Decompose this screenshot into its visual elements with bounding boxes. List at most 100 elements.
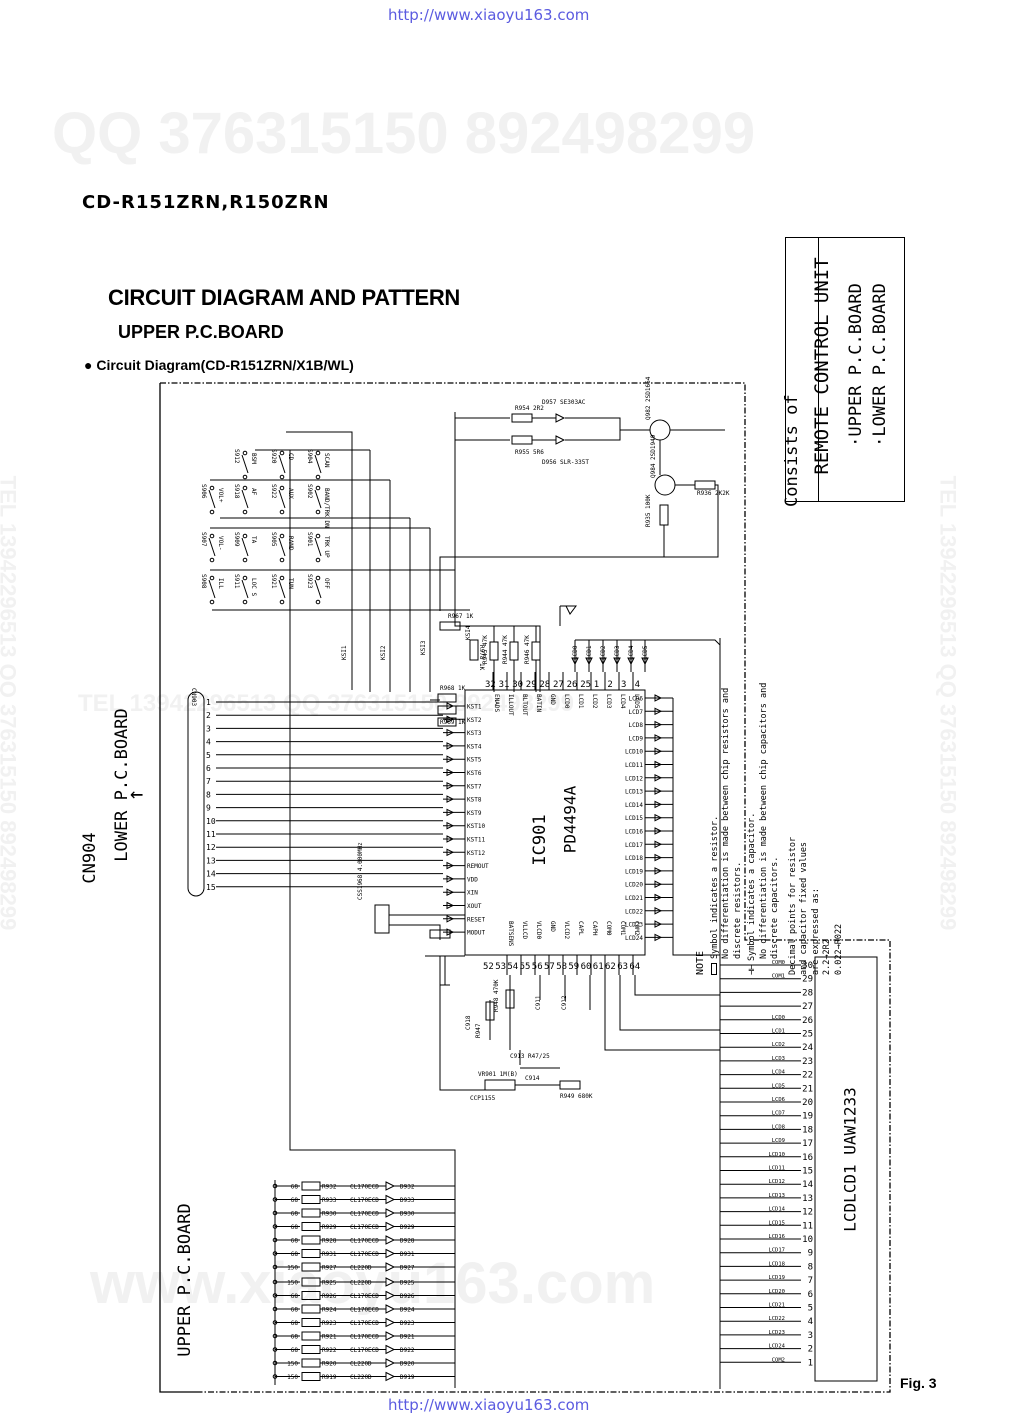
junction-dot (272, 1347, 278, 1352)
switch-function: TA (250, 536, 257, 544)
led-lower-diode-icon (385, 1317, 396, 1328)
ic901-top-pin-number: 1 (594, 680, 599, 690)
switch-blade (314, 454, 322, 474)
ic901-top-pin-number: 25 (580, 680, 591, 690)
switch-function: OFF (323, 578, 330, 589)
switch-ref: S907 (200, 532, 207, 547)
ic901-pin-diode-icon (446, 888, 455, 897)
switch-contact (242, 485, 248, 491)
junction-dot (272, 1360, 278, 1366)
led-upper-diode-ref: D927 (400, 1265, 415, 1272)
lcd-pin-number: 16 (802, 1153, 813, 1163)
led-lower-diode-ref: D923 (400, 1320, 415, 1327)
lcd-signal-label: LCD6 (772, 1097, 785, 1103)
cn903-pin-number: 9 (206, 804, 211, 813)
led-lower-diode-ref: D921 (400, 1334, 415, 1341)
lcd-signal-label: LCD4 (772, 1070, 786, 1076)
ic901-bottom-pin-label: COM1 (619, 921, 626, 936)
ic901-left-pin-label: KST5 (467, 757, 482, 764)
ic901-left-pin-label: KST4 (467, 743, 482, 750)
resistor-r949 (559, 1080, 581, 1090)
led-lower-diode-icon (385, 1371, 396, 1382)
part-label: D957 SE303AC (542, 399, 586, 406)
ic901-bottom-pin-number: 62 (605, 962, 616, 972)
part-label: R949 680K (560, 1093, 593, 1100)
resistor-r955 (511, 435, 533, 445)
led-upper-resistor (301, 1195, 321, 1204)
switch-blade (208, 579, 216, 599)
lcd-pin-number: 20 (802, 1098, 813, 1108)
pullup-label: R944 47K (502, 635, 509, 664)
ic901-top-pin-label: ILLOUT (507, 694, 514, 716)
source-url-top[interactable]: http://www.xiaoyu163.com (388, 6, 590, 24)
ic901-top-pin-label: GND (549, 694, 556, 705)
switch-function: LOC S (250, 578, 257, 596)
led-upper-resistor (301, 1235, 321, 1245)
wire (389, 924, 441, 940)
led-upper-diode-icon (385, 1262, 396, 1272)
led-lower-resistor (301, 1358, 321, 1368)
led-upper-resistor-ref: R931 (322, 1251, 337, 1258)
ic901-bottom-pin-number: 59 (568, 962, 579, 972)
ksi-label: KSI4 (465, 625, 472, 640)
led-lower-resistor-value: 68 (291, 1320, 299, 1327)
ic901-left-pin-label: KST12 (467, 850, 485, 857)
led-upper-resistor-ref: R933 (322, 1197, 337, 1204)
switch-blade (278, 579, 286, 599)
switch-contact (242, 450, 248, 456)
switch-function: SCAN (323, 453, 330, 468)
ic901-bottom-pin-number: 56 (532, 962, 543, 972)
ic901-pin-diode-icon (446, 795, 455, 803)
lcd-pin-number: 1 (808, 1358, 813, 1368)
led-lower-diode-ref: D922 (400, 1347, 415, 1354)
ic901-bottom-pin-number: 60 (581, 962, 592, 972)
ic901-right-pin-label: LCD9 (629, 735, 644, 742)
ic901-pin-diode-icon (446, 781, 455, 790)
junction-dot (272, 1224, 278, 1229)
led-lower-diode-icon (385, 1331, 396, 1341)
lcd-signal-label: LCD13 (768, 1193, 785, 1199)
ic901-left-pin-label: XOUT (467, 903, 482, 910)
part-label: R969 1K (440, 719, 466, 726)
part-label: R948 470K (493, 979, 500, 1012)
model-number: CD-R151ZRN,R150ZRN (82, 192, 330, 213)
ic901-pin-diode-icon (654, 760, 663, 769)
led-lower-diode-type: CL170ECD (350, 1347, 379, 1354)
junction-dot (272, 1251, 278, 1256)
board-subtitle: UPPER P.C.BOARD (118, 322, 284, 342)
lcd-pin-number: 10 (802, 1235, 813, 1245)
lcd-pin-number: 26 (802, 1016, 813, 1026)
source-url-bottom[interactable]: http://www.xiaoyu163.com (388, 1396, 590, 1414)
lcd-top-label: LCD3 (614, 645, 621, 660)
junction-dot (272, 1264, 278, 1270)
ic901-left-pin-label: KST2 (467, 717, 482, 724)
led-lower-resistor-value: 68 (291, 1334, 299, 1341)
switch-contact (279, 533, 285, 539)
resistor-r967 (439, 621, 461, 631)
switch-contact (279, 509, 285, 515)
led-upper-diode-icon (385, 1248, 396, 1259)
oscillator-css1968 (374, 904, 390, 934)
led-lower-diode-icon (385, 1358, 396, 1368)
ic901-pin-diode-icon (654, 800, 663, 809)
switch-blade (208, 537, 216, 557)
lcd-signal-label: LCD22 (768, 1316, 785, 1322)
ic901-bottom-pin-number: 55 (520, 962, 531, 972)
lcd-top-label: LCD0 (572, 645, 579, 660)
cn903-pin-number: 3 (206, 724, 211, 733)
lcd-pin-number: 13 (802, 1194, 813, 1204)
switch-contact (315, 533, 321, 539)
lcd-pin-number: 6 (808, 1290, 813, 1300)
ic901-top-pin-number: 28 (539, 680, 550, 690)
junction-dot (272, 1279, 278, 1285)
switch-blade (278, 489, 286, 509)
led-upper-resistor-ref: R929 (322, 1224, 337, 1231)
switch-blade (241, 537, 249, 557)
led-lower-resistor-value: 150 (287, 1374, 298, 1381)
led-upper-resistor-value: 68 (291, 1251, 299, 1258)
ic901-pin-diode-icon (654, 867, 663, 875)
lcd-signal-label: LCD23 (768, 1330, 785, 1336)
ic901-left-pin-label: KST7 (467, 783, 482, 790)
led-lower-diode-ref: D920 (400, 1361, 415, 1368)
ic901-top-pin-number: 31 (499, 680, 510, 690)
